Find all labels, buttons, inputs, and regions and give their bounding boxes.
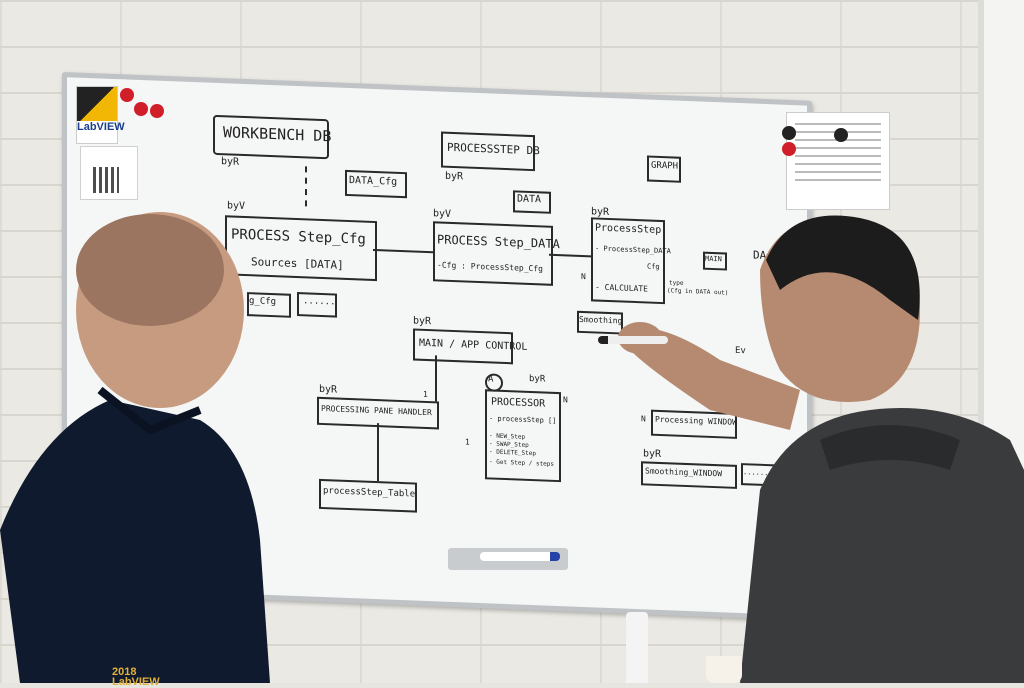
labview-logo: LabVIEW [76,86,125,144]
processor-by: byR [529,373,546,385]
one-b: 1 [465,437,470,447]
processor-label: PROCESSOR [491,396,546,410]
graph-label: GRAPH [651,160,679,172]
marker-in-hand [598,336,668,344]
processstep-db-label: PROCESSSTEP DB [447,140,540,158]
black-magnet [782,126,796,140]
red-magnet [134,102,148,116]
dashed-arrow [305,166,309,207]
ps-data-box [433,221,553,286]
processstep-db-by: byR [445,170,464,183]
qr-card [80,146,138,200]
n-label: N [581,271,586,282]
processor-marker: A [488,374,494,385]
connector-line [435,355,437,402]
n-b: N [563,395,568,405]
connector-line [549,253,591,258]
data-cfg-label: DATA_Cfg [349,175,398,188]
qr-code-icon [93,167,119,193]
one-a: 1 [423,389,428,400]
person-right [618,215,1024,683]
red-magnet [150,104,164,118]
ps-data-by: byV [433,208,452,220]
pph-by: byR [319,383,338,396]
shirt-brand: LabVIEW [112,676,160,688]
red-magnet [120,88,134,102]
black-magnet [834,128,848,142]
marker-in-tray [480,552,560,561]
spray-bottle [626,612,648,683]
shirt-year: 2018 [112,666,137,678]
connector-line [377,423,379,482]
printed-note [786,112,890,210]
workbench-by: byR [221,156,240,168]
main-app-by: byR [413,315,432,328]
dots-label: ...... [303,296,336,308]
coffee-cup [706,656,742,683]
data-label: DATA [517,193,542,206]
workbench-db-label: WORKBENCH DB [223,123,332,146]
red-magnet [782,142,796,156]
person-left [0,212,270,683]
connector-line [373,248,433,254]
